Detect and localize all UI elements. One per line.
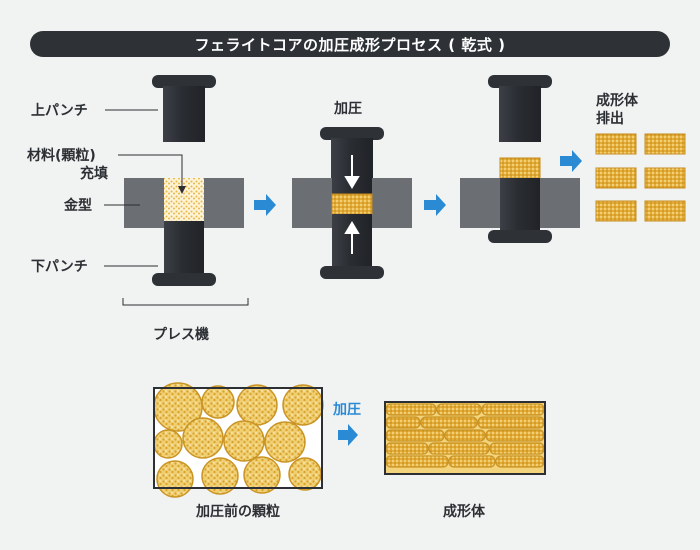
arrow-right-icon: [424, 194, 446, 216]
granules-before: [153, 382, 324, 498]
compressed-material: [331, 193, 373, 215]
arrow-up-icon: [344, 221, 360, 234]
stage-fill: [104, 75, 249, 306]
part: [595, 167, 637, 189]
title-text: フェライトコアの加圧成形プロセス ( 乾式 ): [194, 35, 506, 54]
label-lower-punch: 下パンチ: [31, 259, 88, 275]
label-die: 金型: [63, 197, 92, 214]
ejected-parts: [595, 133, 686, 222]
ejected-part: [499, 157, 541, 179]
stage-press: [292, 127, 412, 279]
label-material-2: 充填: [80, 165, 108, 182]
title-banner: フェライトコアの加圧成形プロセス ( 乾式 ): [30, 31, 670, 57]
die: [124, 178, 244, 228]
label-eject-1: 成形体: [596, 92, 639, 109]
label-eject-2: 排出: [596, 110, 624, 127]
label-material-1: 材料(顆粒): [27, 147, 96, 164]
part: [644, 133, 686, 155]
part: [595, 133, 637, 155]
material-fill: [164, 178, 204, 221]
label-pressurize-small: 加圧: [332, 402, 361, 418]
compact-after: [384, 401, 546, 475]
arrow-right-icon: [254, 194, 276, 216]
arrow-right-icon: [338, 424, 358, 446]
lower-punch: [152, 221, 216, 286]
part: [595, 200, 637, 222]
stage-arrows: [254, 150, 582, 446]
upper-punch: [152, 75, 216, 142]
caption-after: 成形体: [443, 503, 486, 520]
label-upper-punch: 上パンチ: [31, 103, 88, 119]
arrow-right-icon: [560, 150, 582, 172]
part: [644, 167, 686, 189]
stage-eject: [460, 75, 580, 243]
caption-before: 加圧前の顆粒: [195, 503, 280, 520]
arrow-down-icon: [344, 176, 360, 189]
label-press: プレス機: [153, 326, 209, 343]
part: [644, 200, 686, 222]
label-pressurize: 加圧: [333, 101, 362, 117]
